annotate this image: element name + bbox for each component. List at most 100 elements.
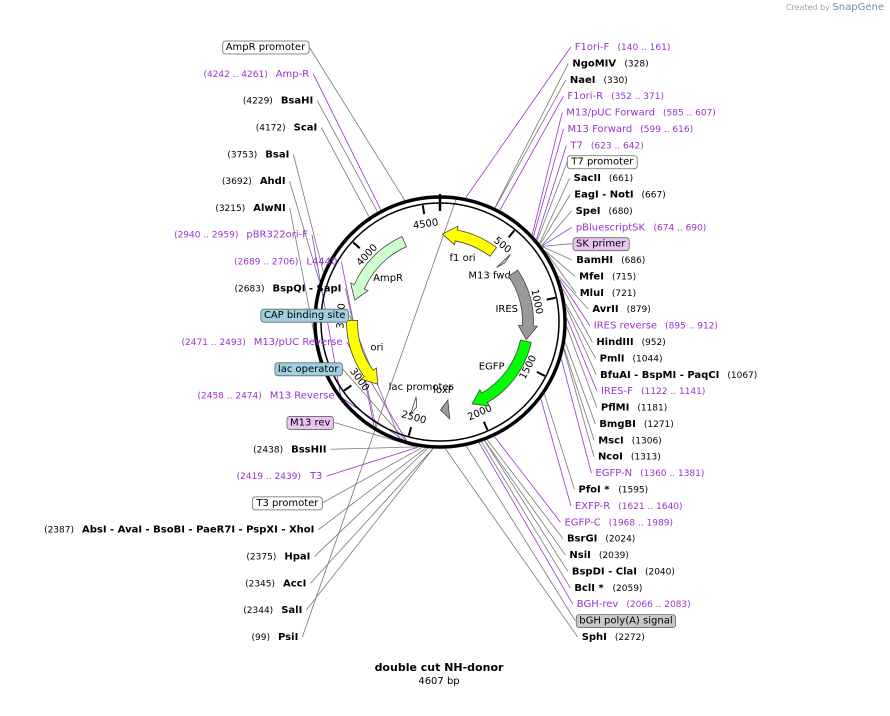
site-name-bmgbi: BmgBI	[599, 419, 636, 430]
site-name-m13-fwd: M13 Forward	[568, 124, 633, 135]
leader-line	[484, 440, 569, 572]
site-name-m13puc-fwd: M13/pUC Forward	[566, 108, 655, 119]
feature-label-ampr: AmpR	[373, 273, 403, 284]
site-coord-eagi-noti: (667)	[642, 191, 666, 201]
feature-ampr	[350, 236, 407, 301]
site-label-eagi-noti: EagI - NotI (667)	[574, 190, 666, 201]
site-coord-nsii: (2039)	[599, 551, 629, 561]
site-label-spei: SpeI(680)	[576, 206, 633, 217]
site-label-bspqi: BspQI - SapI (2683)	[235, 283, 342, 294]
site-name-alwni: AlwNI	[253, 203, 286, 214]
feature-ires	[508, 269, 539, 341]
site-label-t7-promoter: T7 promoter	[566, 155, 638, 170]
site-coord-bgh-rev: (2066 .. 2083)	[626, 600, 690, 610]
site-name-bgh-polya: bGH poly(A) signal	[579, 616, 672, 627]
leader-line	[565, 303, 596, 359]
site-name-egfp-c: EGFP-C	[564, 517, 600, 528]
site-coord-msci: (1306)	[632, 436, 662, 446]
site-box-lac-operator	[274, 362, 343, 377]
site-label-bamhi: BamHI(686)	[576, 255, 645, 266]
leader-line	[544, 250, 576, 277]
site-name-hpai: HpaI	[284, 552, 310, 563]
site-label-exfp-r: EXFP-R(1621 .. 1640)	[575, 501, 683, 512]
site-coord-bsrgi: (2024)	[605, 535, 635, 545]
leader-line	[330, 446, 417, 450]
site-name-hindiii: HindIII	[596, 337, 633, 348]
site-coord-avrii: (879)	[627, 305, 651, 315]
site-name-sali: SalI	[281, 605, 302, 616]
site-coord-sali: (2344)	[243, 606, 273, 616]
site-label-acci: AccI(2345)	[245, 578, 306, 589]
site-name-scai: ScaI	[294, 122, 318, 133]
leader-line	[478, 442, 574, 605]
leader-line	[531, 112, 563, 235]
leader-line	[314, 448, 428, 557]
feature-loxp	[439, 399, 451, 421]
site-box-cap	[260, 308, 349, 323]
leader-line	[563, 348, 595, 441]
leader-line	[494, 436, 561, 523]
site-coord-t7: (623 .. 642)	[591, 141, 644, 151]
feature-label-lac-promoter: lac promoter	[389, 382, 454, 393]
site-coord-alwni: (3215)	[215, 204, 245, 214]
site-coord-bspdi: (2040)	[645, 567, 675, 577]
site-label-pmli: PmlI (1044)	[600, 353, 663, 364]
feature-lac-promoter	[409, 396, 418, 416]
feature-label-ori: ori	[370, 342, 383, 353]
site-coord-pmli: (1044)	[633, 354, 663, 364]
site-label-pflmi: PflMI(1181)	[601, 403, 667, 414]
site-name-msci: MscI	[598, 435, 624, 446]
site-labels: F1ori-F(140 .. 161)NgoMIV(328)NaeI(330)F…	[44, 40, 757, 643]
site-coord-bsshii: (2438)	[253, 445, 283, 455]
site-coord-ahdi: (3692)	[222, 177, 252, 187]
leader-line	[542, 246, 573, 261]
site-coord-f1ori-f: (140 .. 161)	[618, 43, 671, 53]
feature-label-egfp: EGFP	[479, 361, 505, 372]
site-label-amp-r: Amp-R(4242 .. 4261)	[203, 69, 309, 80]
site-name-mfei: MfeI	[579, 271, 604, 282]
site-name-exfp-r: EXFP-R	[575, 501, 610, 512]
snapgene-logo-text: SnapGene	[832, 2, 884, 13]
site-coord-bfuai: (1067)	[727, 371, 757, 381]
site-label-m13puc-rev: M13/pUC Reverse (2471 .. 2493)	[182, 337, 343, 348]
site-name-t3: T3	[309, 471, 322, 482]
leader-line	[466, 446, 576, 621]
snapgene-credit: Created by SnapGene	[786, 2, 884, 13]
site-label-bsrgi: BsrGI(2024)	[567, 534, 635, 545]
feature-f1-ori	[441, 225, 498, 257]
site-coord-hindiii: (952)	[642, 338, 666, 348]
site-label-ngomiv: NgoMIV(328)	[572, 58, 648, 69]
site-label-bgh-polya: bGH poly(A) signal	[575, 614, 677, 629]
site-name-f1ori-f: F1ori-F	[575, 42, 610, 53]
site-box-ampr-promoter	[222, 40, 310, 55]
site-name-sk-primer: SK primer	[576, 239, 626, 250]
site-name-ampr-promoter: AmpR promoter	[226, 42, 306, 53]
leader-line	[566, 318, 598, 392]
site-coord-psi: (99)	[252, 633, 270, 643]
site-name-eagi-noti: EagI - NotI	[574, 190, 633, 201]
site-label-ahdi: AhdI (3692)	[222, 176, 286, 187]
site-coord-egfp-n: (1360 .. 1381)	[640, 469, 704, 479]
site-label-sali: SalI (2344)	[243, 605, 302, 616]
leader-line	[561, 287, 593, 343]
site-name-bcli: BclI *	[574, 583, 604, 594]
site-name-bgh-rev: BGH-rev	[577, 599, 619, 610]
site-name-pmli: PmlI	[600, 353, 625, 364]
leader-line	[289, 180, 320, 282]
site-coord-sacii: (661)	[609, 174, 633, 184]
site-name-naei: NaeI	[570, 75, 596, 86]
leader-line	[499, 95, 564, 211]
site-label-pbluescriptsk: pBluescriptSK(674 .. 690)	[576, 222, 707, 233]
site-coord-m13puc-rev: (2471 .. 2493)	[182, 338, 246, 348]
site-label-bmgbi: BmgBI(1271)	[599, 419, 673, 430]
site-name-ahdi: AhdI	[260, 176, 286, 187]
site-name-bspqi: BspQI - SapI	[272, 283, 341, 294]
site-coord-bspqi: (2683)	[235, 284, 265, 294]
leader-line	[494, 79, 567, 208]
feature-label-m13-fwd-feat: M13 fwd	[468, 271, 510, 282]
site-name-m13puc-rev: M13/pUC Reverse	[254, 337, 343, 348]
site-label-m13puc-fwd: M13/pUC Forward(585 .. 607)	[566, 108, 716, 119]
site-name-t7-promoter: T7 promoter	[570, 157, 634, 168]
site-box-t3-promoter	[251, 496, 323, 511]
